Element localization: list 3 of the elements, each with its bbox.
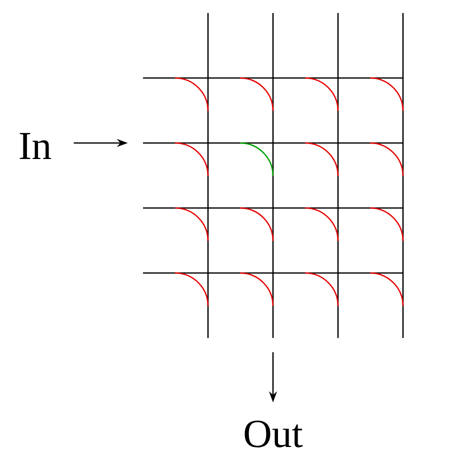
crossbar-grid-drawing <box>143 13 404 338</box>
input-label: In <box>20 132 51 160</box>
output-label: Out <box>244 420 303 448</box>
